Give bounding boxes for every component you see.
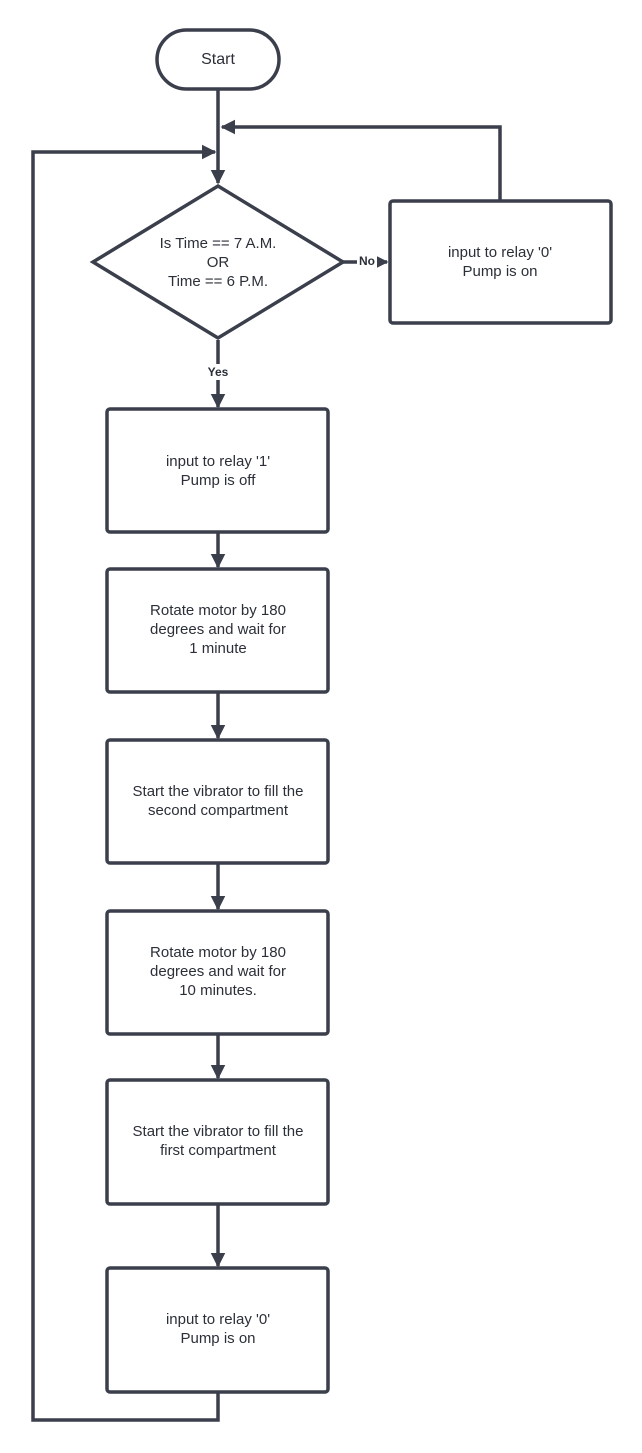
edges	[31, 89, 502, 1422]
step-2-line-1: Rotate motor by 180	[150, 602, 286, 619]
step-2-line-3: 1 minute	[189, 640, 247, 657]
step-3-line-1: Start the vibrator to fill the	[133, 783, 304, 800]
no-branch-box: input to relay '0' Pump is on	[388, 199, 613, 325]
step-1-box: input to relay '1' Pump is off	[105, 407, 330, 534]
step-4-line-3: 10 minutes.	[179, 982, 257, 999]
step-4-line-1: Rotate motor by 180	[150, 944, 286, 961]
edge-label-no: No	[357, 253, 377, 269]
step-5-line-1: Start the vibrator to fill the	[133, 1123, 304, 1140]
step-1-line-2: Pump is off	[181, 472, 257, 489]
step-1-line-1: input to relay '1'	[166, 453, 270, 470]
decision-line-1: Is Time == 7 A.M.	[160, 235, 277, 252]
step-2-box: Rotate motor by 180 degrees and wait for…	[105, 567, 330, 694]
edge-no-box-loop-back	[220, 119, 502, 200]
start-node: Start	[155, 28, 281, 91]
step-6-line-1: input to relay '0'	[166, 1311, 270, 1328]
step-4-box: Rotate motor by 180 degrees and wait for…	[105, 909, 330, 1036]
step-5-line-2: first compartment	[160, 1142, 277, 1159]
no-label: No	[359, 254, 375, 268]
step-6-box: input to relay '0' Pump is on	[105, 1266, 330, 1394]
start-label: Start	[201, 51, 235, 68]
decision-node: Is Time == 7 A.M. OR Time == 6 P.M.	[89, 183, 347, 341]
decision-line-3: Time == 6 P.M.	[168, 273, 268, 290]
edge-label-yes: Yes	[203, 364, 233, 380]
step-2-line-2: degrees and wait for	[150, 621, 286, 638]
step-3-box: Start the vibrator to fill the second co…	[105, 738, 330, 865]
step-3-line-2: second compartment	[148, 802, 289, 819]
step-6-line-2: Pump is on	[180, 1330, 255, 1347]
decision-line-2: OR	[207, 254, 230, 271]
yes-label: Yes	[208, 365, 229, 379]
step-5-box: Start the vibrator to fill the first com…	[105, 1078, 330, 1206]
no-box-line-1: input to relay '0'	[448, 244, 552, 261]
step-4-line-2: degrees and wait for	[150, 963, 286, 980]
no-box-line-2: Pump is on	[462, 263, 537, 280]
edge-step-6-loop-back	[31, 144, 220, 1422]
